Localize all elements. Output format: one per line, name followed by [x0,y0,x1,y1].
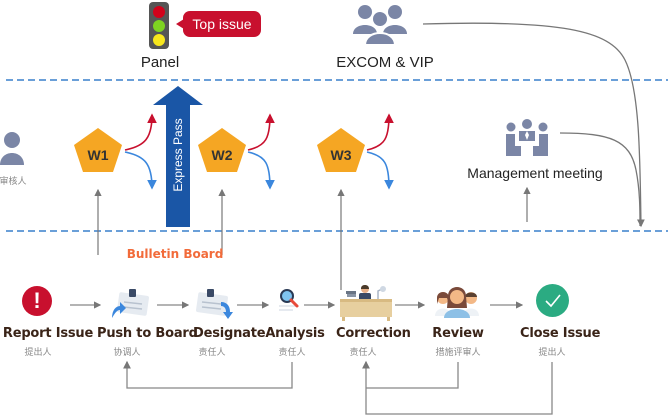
reviewer-person-icon [0,132,24,165]
step-role-analysis: 责任人 [278,348,306,358]
workshop-w1-label: W1 [88,147,109,163]
branch-arrows-w2 [247,113,275,190]
magnifier-icon [279,289,299,311]
top-issue-badge: Top issue [176,11,261,37]
step-title-analysis: Analysis [265,326,325,341]
workshop-w3[interactable]: W3 [317,128,365,172]
workshop-w2[interactable]: W2 [198,128,246,172]
express-pass-label: Express Pass [171,118,185,192]
management-curve-arrow [559,132,641,227]
workshop-w1[interactable]: W1 [74,128,122,172]
step-role-designate: 责任人 [198,348,226,358]
step-title-review: Review [432,326,484,341]
meeting-icon [506,119,548,156]
workshop-w2-label: W2 [212,147,233,163]
step-title-close-issue: Close Issue [520,326,601,341]
step-role-review: 措施评审人 [435,348,481,358]
workshop-w3-label: W3 [331,147,352,163]
step-title-designate: Designate [193,326,266,341]
traffic-light-icon [149,2,169,49]
excom-vip-label: EXCOM & VIP [336,54,434,71]
board-card-up-icon [112,289,149,318]
bulletin-board-label: Bulletin Board [126,247,224,261]
step-title-correction: Correction [336,326,411,341]
step-role-report-issue: 提出人 [24,348,52,358]
reviewers-icon [435,287,479,318]
board-card-down-icon [196,289,233,319]
branch-arrows-w1 [124,113,157,190]
step-role-push-to-board: 协调人 [113,348,141,358]
loop-review-to-correction [366,362,459,389]
desk-worker-icon [340,285,392,321]
step-title-report-issue: Report Issue [2,326,94,341]
exclamation-icon: ! [22,286,52,316]
loop-analysis-to-push [123,360,293,389]
express-pass-arrow [153,86,203,227]
step-role-close-issue: 提出人 [538,348,566,358]
group-people-icon [353,5,407,46]
excom-curve-arrow [422,22,645,228]
loop-close-to-correction [362,360,553,415]
step-title-push-to-board: Push to Board [97,326,198,341]
panel-label: Panel [140,54,180,71]
check-icon [536,284,569,317]
branch-arrows-w3 [366,113,394,190]
management-meeting-label: Management meeting [467,165,603,181]
step-role-correction: 责任人 [349,348,377,358]
reviewer-role-label: 审核人 [0,177,27,187]
